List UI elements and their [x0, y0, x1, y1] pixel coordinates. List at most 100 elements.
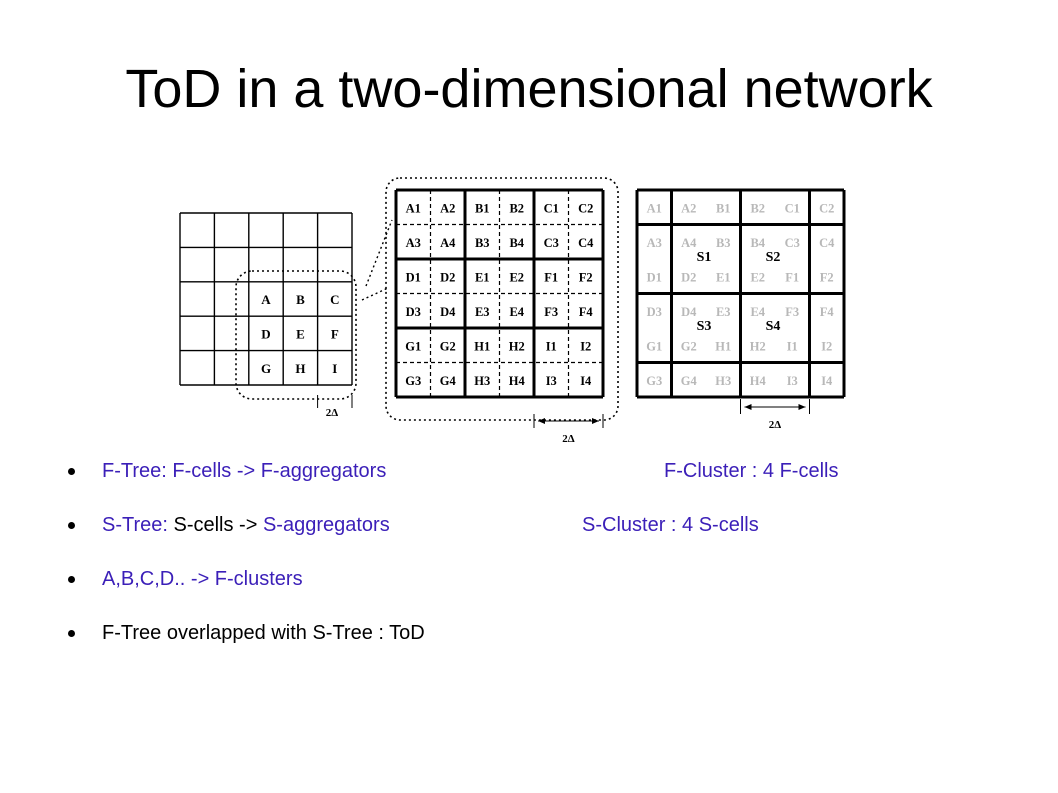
cluster-label: B: [296, 292, 305, 307]
delta-label: 2Δ: [769, 419, 782, 431]
arrow-head: [538, 418, 545, 424]
cell-label: E3: [716, 305, 731, 319]
cell-label: B3: [716, 236, 731, 250]
cluster-label: G: [261, 361, 271, 376]
cell-label: H3: [474, 374, 490, 388]
cell-label: C4: [578, 236, 594, 250]
cell-label: I4: [580, 374, 592, 388]
selection-box: [235, 270, 357, 400]
cell-label: E2: [750, 270, 765, 284]
cell-label: G4: [440, 374, 457, 388]
cluster-label: A: [261, 292, 271, 307]
cell-label: C2: [578, 201, 593, 215]
bullet-text: F-Tree overlapped with S-Tree : ToD: [102, 618, 425, 648]
cell-label: B4: [750, 236, 765, 250]
cell-label: A2: [440, 201, 455, 215]
cluster-label: H: [295, 361, 305, 376]
cell-label: H3: [715, 374, 731, 388]
bullet-dot: [68, 630, 75, 637]
cell-label: H2: [509, 339, 525, 353]
cell-label: H4: [750, 374, 767, 388]
bullet-segment: F-Tree overlapped with S-Tree : ToD: [102, 622, 425, 644]
cell-label: C2: [819, 201, 834, 215]
cell-label: D2: [681, 270, 696, 284]
cell-label: H4: [509, 374, 526, 388]
cell-label: G1: [405, 339, 421, 353]
cell-label: B3: [475, 236, 490, 250]
cell-label: D2: [440, 270, 455, 284]
zoom-connector: [361, 287, 389, 301]
bullet-dot: [68, 468, 75, 475]
cluster-label: I: [332, 361, 337, 376]
arrow-head: [798, 404, 806, 410]
cell-label: A3: [647, 236, 662, 250]
bullet-text: A,B,C,D.. -> F-clusters: [102, 564, 303, 594]
cell-label: D1: [647, 270, 662, 284]
s-cluster-label: S2: [766, 250, 781, 265]
cluster-label: D: [261, 326, 270, 341]
s-cluster-label: S3: [697, 319, 712, 334]
cluster-label: C: [330, 292, 339, 307]
cell-label: H2: [750, 339, 766, 353]
cell-label: B4: [509, 236, 524, 250]
arrow-head: [744, 404, 752, 410]
cell-label: F1: [544, 270, 558, 284]
cell-label: C1: [544, 201, 559, 215]
zoom-connector: [365, 219, 393, 287]
s-cluster-label: S1: [697, 250, 712, 265]
cell-label: E2: [509, 270, 524, 284]
arrow-head: [592, 418, 599, 424]
bullet-note: F-Cluster : 4 F-cells: [664, 456, 838, 486]
cell-label: C1: [785, 201, 800, 215]
cell-label: F2: [820, 270, 834, 284]
bullet-segment: S-aggregators: [262, 514, 390, 536]
cell-label: H1: [474, 339, 490, 353]
cell-label: D3: [647, 305, 662, 319]
bullet-segment: S-Cluster : 4 S-cells: [582, 514, 759, 536]
bullet-segment: S-Tree:: [102, 514, 168, 536]
cell-label: C3: [785, 236, 800, 250]
cell-label: E3: [475, 305, 490, 319]
cell-label: F3: [785, 305, 799, 319]
cell-label: B1: [716, 201, 731, 215]
bullet-text: S-Tree: S-cells -> S-aggregators: [102, 510, 390, 540]
cell-label: I2: [821, 339, 832, 353]
cell-label: D3: [406, 305, 421, 319]
cell-label: G2: [681, 339, 697, 353]
cell-label: I4: [821, 374, 833, 388]
cell-label: A4: [681, 236, 697, 250]
bullet-segment: S-cells ->: [167, 514, 263, 536]
cell-label: A3: [406, 236, 421, 250]
cell-label: A1: [406, 201, 421, 215]
cell-label: E1: [475, 270, 490, 284]
slide-title: ToD in a two-dimensional network: [125, 59, 933, 119]
cell-label: B2: [750, 201, 765, 215]
cell-label: E1: [716, 270, 731, 284]
cell-label: I1: [546, 339, 557, 353]
zoom-frame: [385, 177, 619, 421]
cell-label: A2: [681, 201, 696, 215]
cell-label: G3: [405, 374, 421, 388]
bullet-segment: F-Tree: F-cells -> F-aggregators: [102, 460, 387, 482]
cluster-label: F: [331, 326, 339, 341]
cell-label: G4: [681, 374, 698, 388]
cell-label: I3: [546, 374, 557, 388]
cell-label: I2: [580, 339, 591, 353]
cell-label: C4: [819, 236, 835, 250]
bullet-dot: [68, 576, 75, 583]
cell-label: D1: [406, 270, 421, 284]
bullet-segment: F-Cluster : 4 F-cells: [664, 460, 839, 482]
cell-label: E4: [750, 305, 765, 319]
cell-label: C3: [544, 236, 559, 250]
cell-label: F4: [579, 305, 594, 319]
cell-label: F1: [785, 270, 799, 284]
delta-label: 2Δ: [562, 433, 575, 445]
cell-label: D4: [681, 305, 697, 319]
cell-label: G2: [440, 339, 456, 353]
cell-label: G3: [646, 374, 662, 388]
cluster-label: E: [296, 326, 305, 341]
cell-label: F2: [579, 270, 593, 284]
bullet-segment: A,B,C,D.. -> F-clusters: [102, 568, 303, 590]
cell-label: G1: [646, 339, 662, 353]
